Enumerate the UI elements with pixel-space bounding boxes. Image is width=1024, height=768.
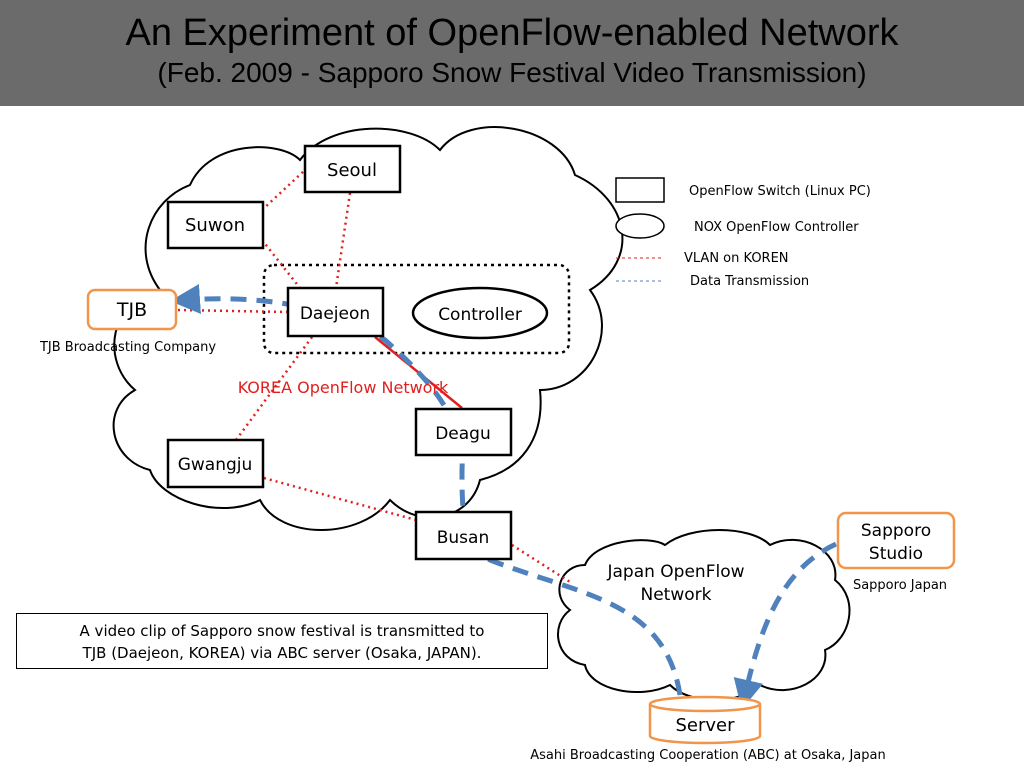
sapporo-label-line2: Studio (869, 544, 923, 564)
japan-network-label-line2: Network (641, 585, 712, 605)
abc-caption: Asahi Broadcasting Cooperation (ABC) at … (530, 748, 885, 763)
legend: OpenFlow Switch (Linux PC) NOX OpenFlow … (615, 177, 871, 289)
description-line2: TJB (Daejeon, KOREA) via ABC server (Osa… (82, 644, 482, 662)
node-deagu-label: Deagu (435, 424, 491, 444)
legend-controller-swatch (615, 213, 665, 239)
tjb-caption: TJB Broadcasting Company (39, 340, 216, 355)
data-flow-path (733, 541, 838, 710)
legend-vlan-label: VLAN on KOREN (684, 251, 789, 266)
legend-switch-label: OpenFlow Switch (Linux PC) (689, 184, 871, 199)
legend-controller-label: NOX OpenFlow Controller (694, 220, 859, 235)
node-controller: Controller (411, 286, 549, 340)
legend-data-label: Data Transmission (690, 274, 809, 289)
node-controller-label: Controller (438, 305, 522, 325)
node-sapporo-studio: Sapporo Studio (836, 511, 956, 570)
node-gwangju-label: Gwangju (178, 455, 253, 475)
node-busan: Busan (414, 510, 513, 561)
node-seoul-label: Seoul (327, 160, 377, 181)
korea-network-label: KOREA OpenFlow Network (238, 378, 449, 397)
node-server: Server (648, 695, 762, 745)
node-deagu: Deagu (414, 407, 513, 457)
sapporo-label-line1: Sapporo (861, 521, 931, 541)
node-daejeon: Daejeon (286, 286, 385, 338)
node-suwon: Suwon (166, 200, 265, 250)
slide-subtitle: (Feb. 2009 - Sapporo Snow Festival Video… (157, 56, 867, 88)
slide-title: An Experiment of OpenFlow-enabled Networ… (125, 12, 899, 54)
description-line1: A video clip of Sapporo snow festival is… (79, 622, 485, 640)
node-gwangju: Gwangju (166, 438, 265, 489)
node-tjb: TJB (86, 288, 178, 331)
node-seoul: Seoul (303, 144, 402, 194)
description-box: A video clip of Sapporo snow festival is… (16, 613, 548, 669)
sapporo-caption: Sapporo Japan (853, 578, 947, 593)
node-server-label: Server (675, 715, 735, 736)
node-tjb-label: TJB (116, 299, 147, 321)
node-daejeon-label: Daejeon (300, 304, 370, 324)
controller-region (262, 263, 571, 355)
title-bar: An Experiment of OpenFlow-enabled Networ… (0, 0, 1024, 106)
japan-network-label-line1: Japan OpenFlow (606, 562, 744, 582)
node-busan-label: Busan (437, 528, 490, 548)
legend-switch-swatch (615, 177, 665, 203)
node-suwon-label: Suwon (185, 215, 245, 236)
japan-cloud (557, 529, 851, 701)
